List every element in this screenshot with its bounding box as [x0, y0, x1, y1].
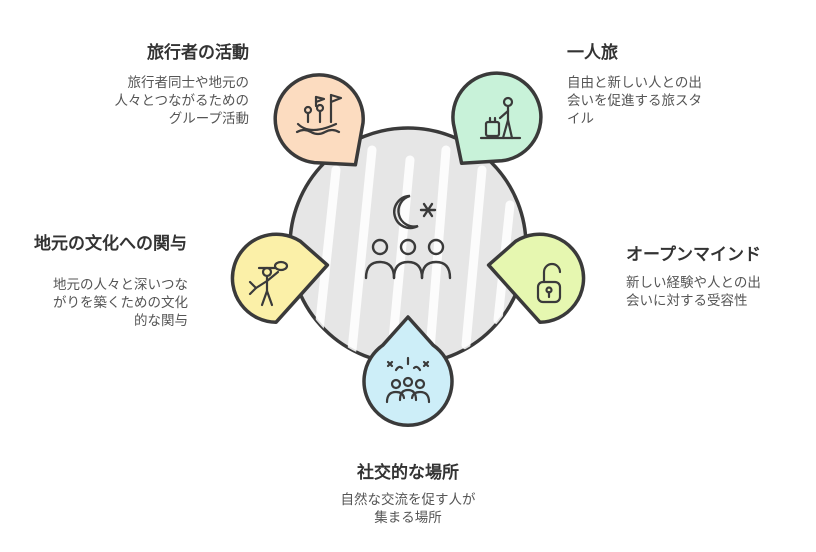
node-label-social-places: 社交的な場所	[298, 458, 518, 483]
desc-line: 集まる場所	[374, 510, 442, 526]
moon-star-icon	[393, 194, 437, 230]
node-title: 一人旅	[567, 43, 618, 63]
desc-line: 会いを促進する旅スタ	[567, 93, 702, 109]
desc-line: がりを築くための文化	[53, 295, 188, 311]
node-desc-social-places: 自然な交流を促す人が 集まる場所	[298, 491, 518, 527]
boat-rowers-icon	[295, 93, 343, 136]
node-title: 地元の文化への関与	[34, 234, 187, 254]
node-social-places[interactable]	[362, 315, 454, 427]
desc-line: 人々とつながるための	[114, 93, 249, 109]
desc-line: グループ活動	[168, 111, 249, 127]
desc-line: 自由と新しい人との出	[567, 75, 702, 91]
node-label-local-culture: 地元の文化への関与	[34, 229, 187, 254]
node-title: 社交的な場所	[357, 463, 459, 483]
node-solo-travel[interactable]	[451, 71, 543, 166]
desc-line: 会いに対する受容性	[626, 293, 748, 309]
node-label-group-activities: 旅行者の活動	[147, 38, 249, 63]
open-lock-icon	[536, 262, 562, 304]
people-group-icon	[364, 238, 452, 280]
node-title: 旅行者の活動	[147, 43, 249, 63]
lasso-person-icon	[248, 260, 289, 307]
node-label-solo-travel: 一人旅	[567, 38, 618, 63]
center-hub	[288, 126, 528, 366]
node-local-culture[interactable]	[230, 232, 330, 324]
desc-line: 自然な交流を促す人が	[340, 492, 476, 508]
node-desc-local-culture: 地元の人々と深いつな がりを築くための文化 的な関与	[53, 276, 188, 330]
node-label-open-mind: オープンマインド	[626, 240, 761, 265]
desc-line: 新しい経験や人との出	[626, 275, 761, 291]
desc-line: 旅行者同士や地元の	[127, 75, 250, 91]
node-desc-group-activities: 旅行者同士や地元の 人々とつながるための グループ活動	[115, 74, 249, 128]
desc-line: イル	[567, 111, 594, 127]
node-desc-open-mind: 新しい経験や人との出 会いに対する受容性	[626, 274, 761, 310]
node-group-activities[interactable]	[273, 73, 365, 167]
solo-traveler-icon	[479, 96, 522, 140]
node-desc-solo-travel: 自由と新しい人との出 会いを促進する旅スタ イル	[567, 74, 702, 128]
node-title: オープンマインド	[626, 245, 761, 265]
desc-line: 的な関与	[134, 313, 188, 329]
node-open-mind[interactable]	[486, 232, 586, 324]
desc-line: 地元の人々と深いつな	[53, 277, 188, 293]
party-people-icon	[385, 356, 431, 404]
